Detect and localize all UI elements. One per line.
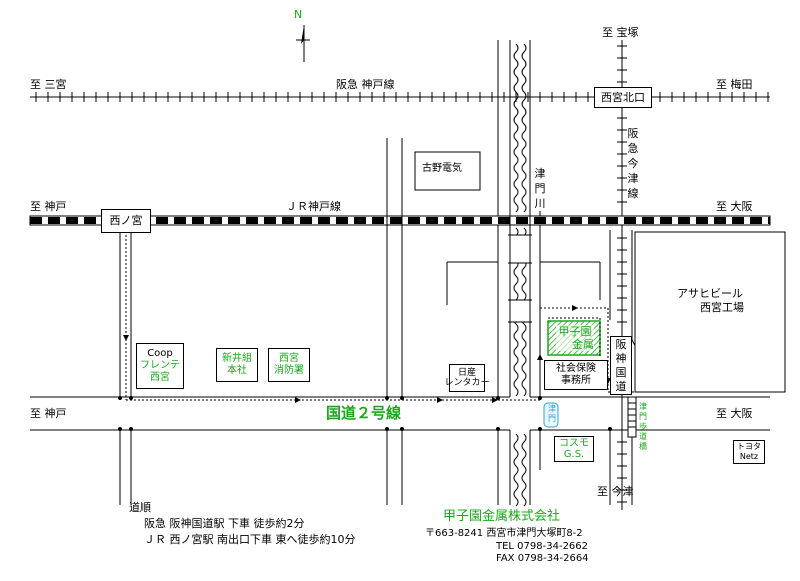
landmark-asahi: アサヒビール 西宮工場 [676,287,744,315]
asahi-line1: アサヒビール [677,287,743,300]
koshien-marker-line2: 金属 [572,338,594,351]
arai-line2: 本社 [227,365,247,376]
landmark-social-insurance: 社会保険 事務所 [544,360,608,390]
hankyu-kobe-line [30,92,770,102]
directions-line1: 阪急 阪神国道駅 下車 徒歩約2分 [144,517,305,530]
station-nishinomiya-kitaguchi: 西宮北口 [594,87,652,108]
landmark-cosmo: コスモ G.S. [554,436,594,462]
social-line2: 事務所 [561,375,591,386]
coop-line2: フレンテ [140,360,180,371]
tsumon-bridge-label: 津門 [548,404,556,423]
tsumon-bridge-marker [543,402,559,428]
nissan-line2: レンタカー [444,378,490,388]
coop-line1: Coop [147,348,173,359]
direction-osaka-jr: 至 大阪 [716,200,753,213]
company-tel: TEL 0798-34-2662 [496,541,589,552]
river-label: 津門川 [533,166,547,211]
asahi-factory-block [634,231,786,393]
landmark-nissan: 日産 レンタカー [445,364,490,392]
landmark-toyota: トヨタ Netz [733,440,765,464]
footbridge-icon [627,396,637,438]
landmark-coop: Coop フレンテ 西宮 [136,343,184,389]
direction-imazu: 至 今津 [597,485,634,498]
direction-umeda: 至 梅田 [716,78,753,91]
nissan-line1: 日産 [457,368,476,378]
station-hanshin-kokudo-label: 阪神国道 [615,337,627,393]
coop-line3: 西宮 [150,372,170,383]
koshien-kinzoku-marker-label: 甲子園 金属 [556,325,594,351]
cosmo-line2: G.S. [563,449,585,460]
station-nishinomiya-jr: 西ノ宮 [101,209,151,233]
direction-kobe-jr: 至 神戸 [30,200,67,213]
hankyu-kobe-line-label: 阪急 神戸線 [336,78,395,91]
local-roads [119,40,661,505]
hankyu-imazu-line [617,40,627,510]
landmark-furuno: 古野電気 [422,163,462,174]
furuno-block [414,151,481,191]
station-hanshin-kokudo: 阪神国道 [610,336,632,395]
jr-kobe-line-label: ＪＲ神戸線 [286,200,341,213]
asahi-line2: 西宮工場 [700,301,744,314]
directions-heading: 道順 [129,501,151,514]
company-name: 甲子園金属株式会社 [443,509,561,524]
directions-line2: ＪＲ 西ノ宮駅 南出口下車 東へ徒歩約10分 [144,533,356,546]
company-address: 〒663-8241 西宮市津門大塚町8-2 [425,528,583,539]
company-fax: FAX 0798-34-2664 [496,553,589,564]
compass-label: N [294,8,303,21]
jr-kobe-line [29,215,771,226]
arai-line1: 新井組 [222,353,252,364]
compass-arrow-icon [296,25,310,62]
tsumon-river [508,40,532,507]
direction-osaka-route2: 至 大阪 [716,407,753,420]
direction-sannomiya: 至 三宮 [30,78,67,91]
landmark-fire-station: 西宮 消防署 [268,348,310,382]
route-2-road [30,396,770,431]
fire-line1: 西宮 [279,353,299,364]
route-2-label: 国道２号線 [326,404,402,422]
intersection-dots [118,396,612,431]
cosmo-line1: コスモ [559,438,589,449]
koshien-marker-line1: 甲子園 [558,325,592,338]
route-arrows-icon [123,305,611,403]
fire-line2: 消防署 [274,365,304,376]
direction-takarazuka: 至 宝塚 [602,26,639,39]
hankyu-imazu-line-label: 阪急今津線 [627,127,639,200]
social-line1: 社会保険 [556,363,596,374]
landmark-arai: 新井組 本社 [216,348,258,382]
toyota-line1: トヨタ [737,442,761,451]
direction-kobe-route2: 至 神戸 [30,407,67,420]
toyota-line2: Netz [739,452,759,461]
footbridge-label: 津門歩道橋 [639,402,647,451]
